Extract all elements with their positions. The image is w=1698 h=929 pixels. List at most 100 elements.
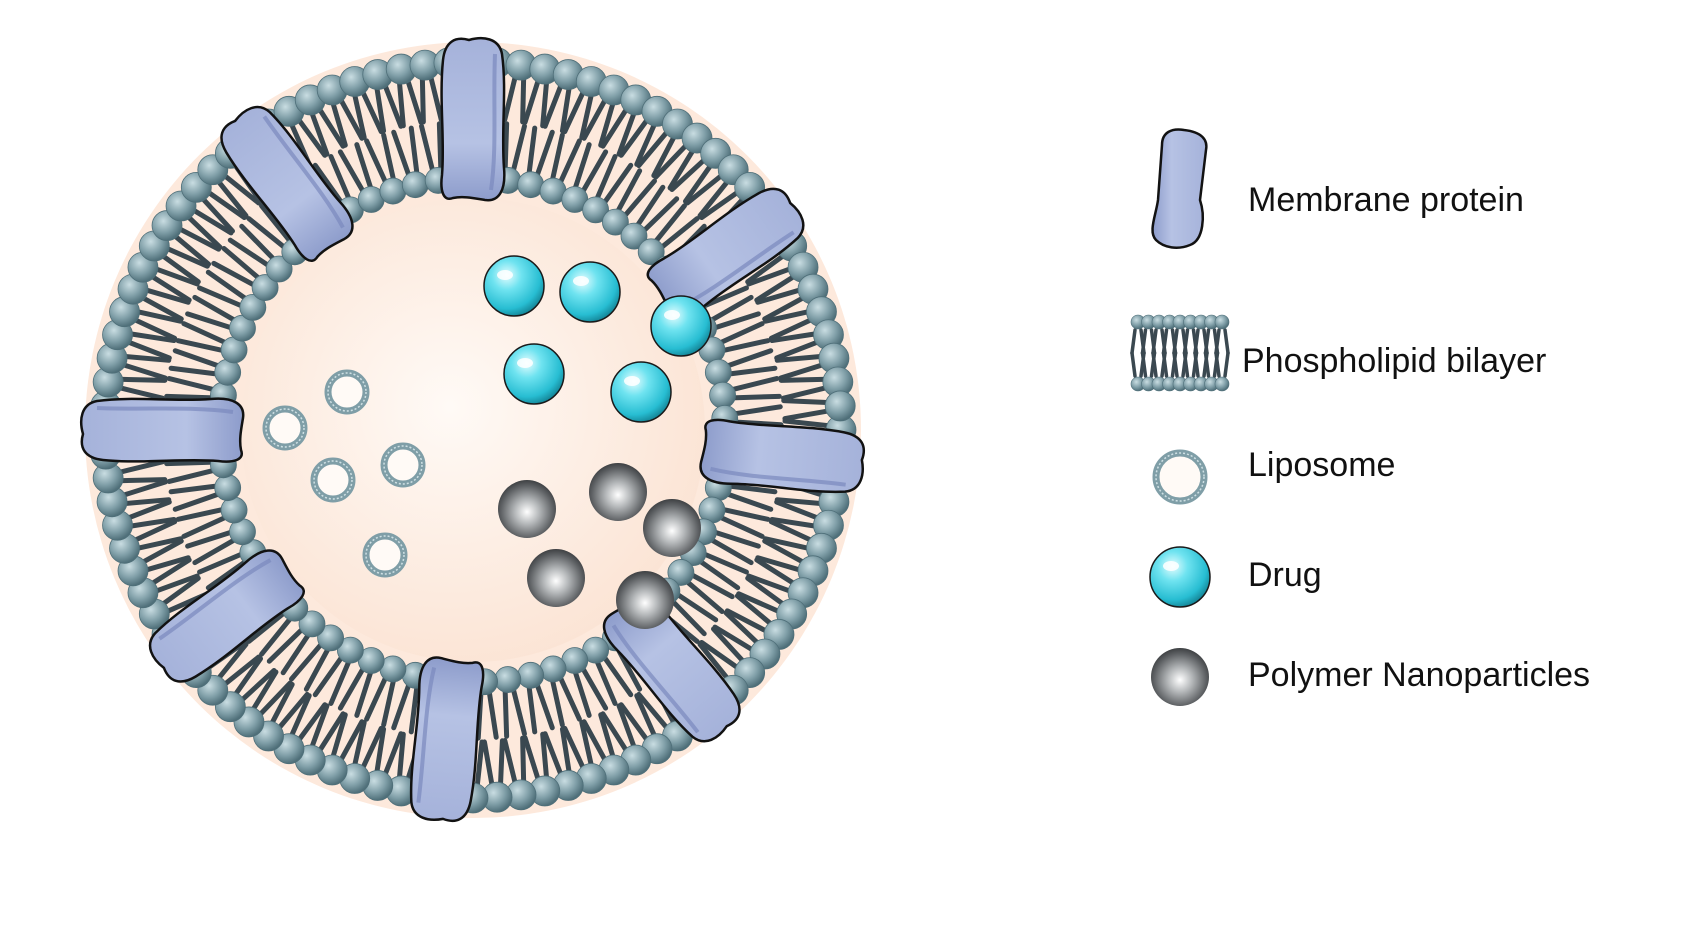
lipid-tail: [308, 703, 330, 752]
lipid-tail: [259, 203, 294, 246]
lipid-tail: [768, 316, 816, 341]
legend: Membrane protein Phospholipid bilayer Li…: [1130, 128, 1590, 706]
lipid-tail: [255, 680, 293, 719]
lipid-tail: [118, 361, 168, 381]
lipid-tail: [381, 132, 397, 184]
lipid-tail: [540, 77, 550, 129]
lipid-tail: [719, 506, 771, 522]
lipid-tail: [719, 338, 771, 354]
lipid-tail: [246, 216, 289, 251]
lipid-tail: [192, 294, 239, 324]
lipid-tail: [510, 123, 527, 175]
lipid-tail: [329, 712, 348, 762]
lipid-tail: [175, 506, 227, 522]
lipid-tail: [246, 609, 289, 644]
lipid-tail: [221, 246, 263, 282]
lipid-tail: [746, 265, 795, 287]
lipid-tail: [115, 384, 165, 401]
lipid-tail: [185, 311, 236, 331]
lipid-tail: [115, 459, 165, 476]
lipid-tail: [315, 104, 346, 149]
nanoparticle: [643, 499, 701, 557]
lipid-tail: [132, 536, 183, 552]
lipid-tail: [745, 251, 788, 285]
lipid-tail: [782, 418, 834, 429]
lipid-tail: [696, 557, 741, 591]
lipid-tail: [120, 497, 172, 507]
lipid-tail: [419, 123, 436, 175]
lipid-tail: [373, 726, 387, 778]
lipid-tail: [214, 641, 249, 683]
legend-label-drug: Drug: [1248, 556, 1322, 594]
lipid-tail: [579, 89, 595, 140]
lipid-tail: [700, 551, 749, 575]
nanoparticle-icon: [1151, 648, 1209, 706]
lipid-tail: [130, 316, 178, 341]
lipid-tail: [181, 514, 230, 539]
legend-item-polymer-nanoparticles: Polymer Nanoparticles: [1151, 648, 1590, 706]
lipid-tail: [657, 216, 700, 251]
lipid-tail: [203, 188, 247, 221]
lipid-tail: [510, 685, 527, 737]
lipid-tail: [669, 155, 709, 192]
lipid-tail: [502, 72, 519, 122]
lipid-tail: [700, 285, 749, 309]
lipid-tail: [123, 338, 172, 361]
lipid-tail: [621, 178, 657, 220]
lipid-tail: [559, 726, 573, 778]
drug-particle: [503, 343, 565, 405]
lipid-tail: [427, 72, 444, 122]
lipid-tail: [168, 483, 221, 495]
lipid-tail: [774, 353, 826, 363]
lipid-tail: [598, 712, 617, 762]
lipid-tail: [312, 653, 346, 698]
lipid-tail: [116, 477, 168, 484]
lipid-tail: [168, 365, 221, 377]
membrane-protein-upper-left: [220, 105, 354, 262]
lipid-tail: [162, 245, 210, 269]
lipid-tail: [337, 95, 365, 141]
lipid-tail: [151, 573, 200, 595]
lipid-tail: [542, 80, 565, 129]
lipid-head: [824, 390, 856, 422]
lipid-tail: [716, 514, 765, 539]
liposome-particle: [310, 457, 356, 503]
lipid-tail: [707, 294, 754, 324]
encapsulated-liposomes: [262, 369, 426, 578]
lipid-tail: [540, 731, 550, 783]
lipid-tail: [755, 286, 805, 305]
lipid-tail: [354, 667, 374, 718]
lipid-tail: [419, 73, 426, 125]
lipid-tail: [288, 693, 312, 741]
legend-item-membrane-protein: Membrane protein: [1151, 128, 1524, 249]
lipid-head: [517, 661, 545, 689]
lipid-tail: [184, 212, 223, 250]
lipid-tail: [231, 656, 264, 700]
lipid-tail: [707, 536, 754, 566]
lipid-tail: [520, 735, 527, 787]
lipid-tail: [497, 738, 505, 790]
lipid-tail: [762, 294, 808, 322]
lipid-tail: [636, 127, 672, 169]
lipid-tail: [745, 575, 788, 609]
lipid-tail: [725, 365, 778, 377]
lipid-tail: [723, 491, 774, 512]
lipid-tail: [684, 171, 726, 206]
lipid-tail: [712, 624, 758, 654]
lipid-tail: [227, 237, 273, 269]
liposome-particle: [262, 405, 308, 451]
lipid-head: [667, 559, 695, 586]
lipid-head: [214, 358, 242, 386]
lipid-tail: [486, 688, 499, 740]
membrane-protein-icon: [1151, 128, 1208, 249]
lipid-tail: [594, 657, 618, 706]
lipid-head: [582, 196, 610, 224]
vesicle: [80, 37, 866, 823]
lipid-tail: [205, 557, 250, 591]
lipid-head: [336, 636, 364, 664]
lipid-tail: [181, 321, 230, 346]
lipid-tail: [697, 177, 732, 219]
liposome-particle: [380, 442, 426, 488]
lipid-tail: [220, 171, 262, 206]
liposome-particle: [362, 532, 408, 578]
